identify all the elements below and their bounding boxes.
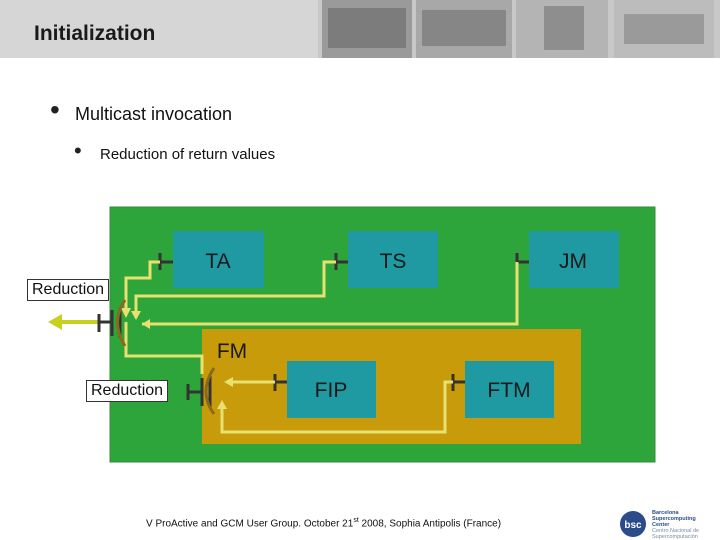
fm-label: FM xyxy=(217,340,247,363)
svg-text:bsc: bsc xyxy=(624,520,642,531)
slide-footer: V ProActive and GCM User Group. October … xyxy=(146,517,501,529)
reduction-label-top: Reduction xyxy=(27,279,109,301)
logo-tagline: Centro Nacional de Supercomputación xyxy=(652,528,720,540)
reduction-output-arrow xyxy=(48,314,99,330)
ftm-label: FTM xyxy=(487,379,530,402)
footer-text-after: 2008, Sophia Antipolis (France) xyxy=(359,518,501,529)
bsc-logo: bsc xyxy=(617,510,651,538)
bsc-logo-text: Barcelona Supercomputing Center Centro N… xyxy=(652,510,720,540)
footer-text-before: V ProActive and GCM User Group. October … xyxy=(146,518,353,529)
ts-label: TS xyxy=(380,250,407,273)
ta-label: TA xyxy=(205,250,230,273)
jm-label: JM xyxy=(559,250,587,273)
fip-label: FIP xyxy=(315,379,348,402)
reduction-label-bottom: Reduction xyxy=(86,380,168,402)
